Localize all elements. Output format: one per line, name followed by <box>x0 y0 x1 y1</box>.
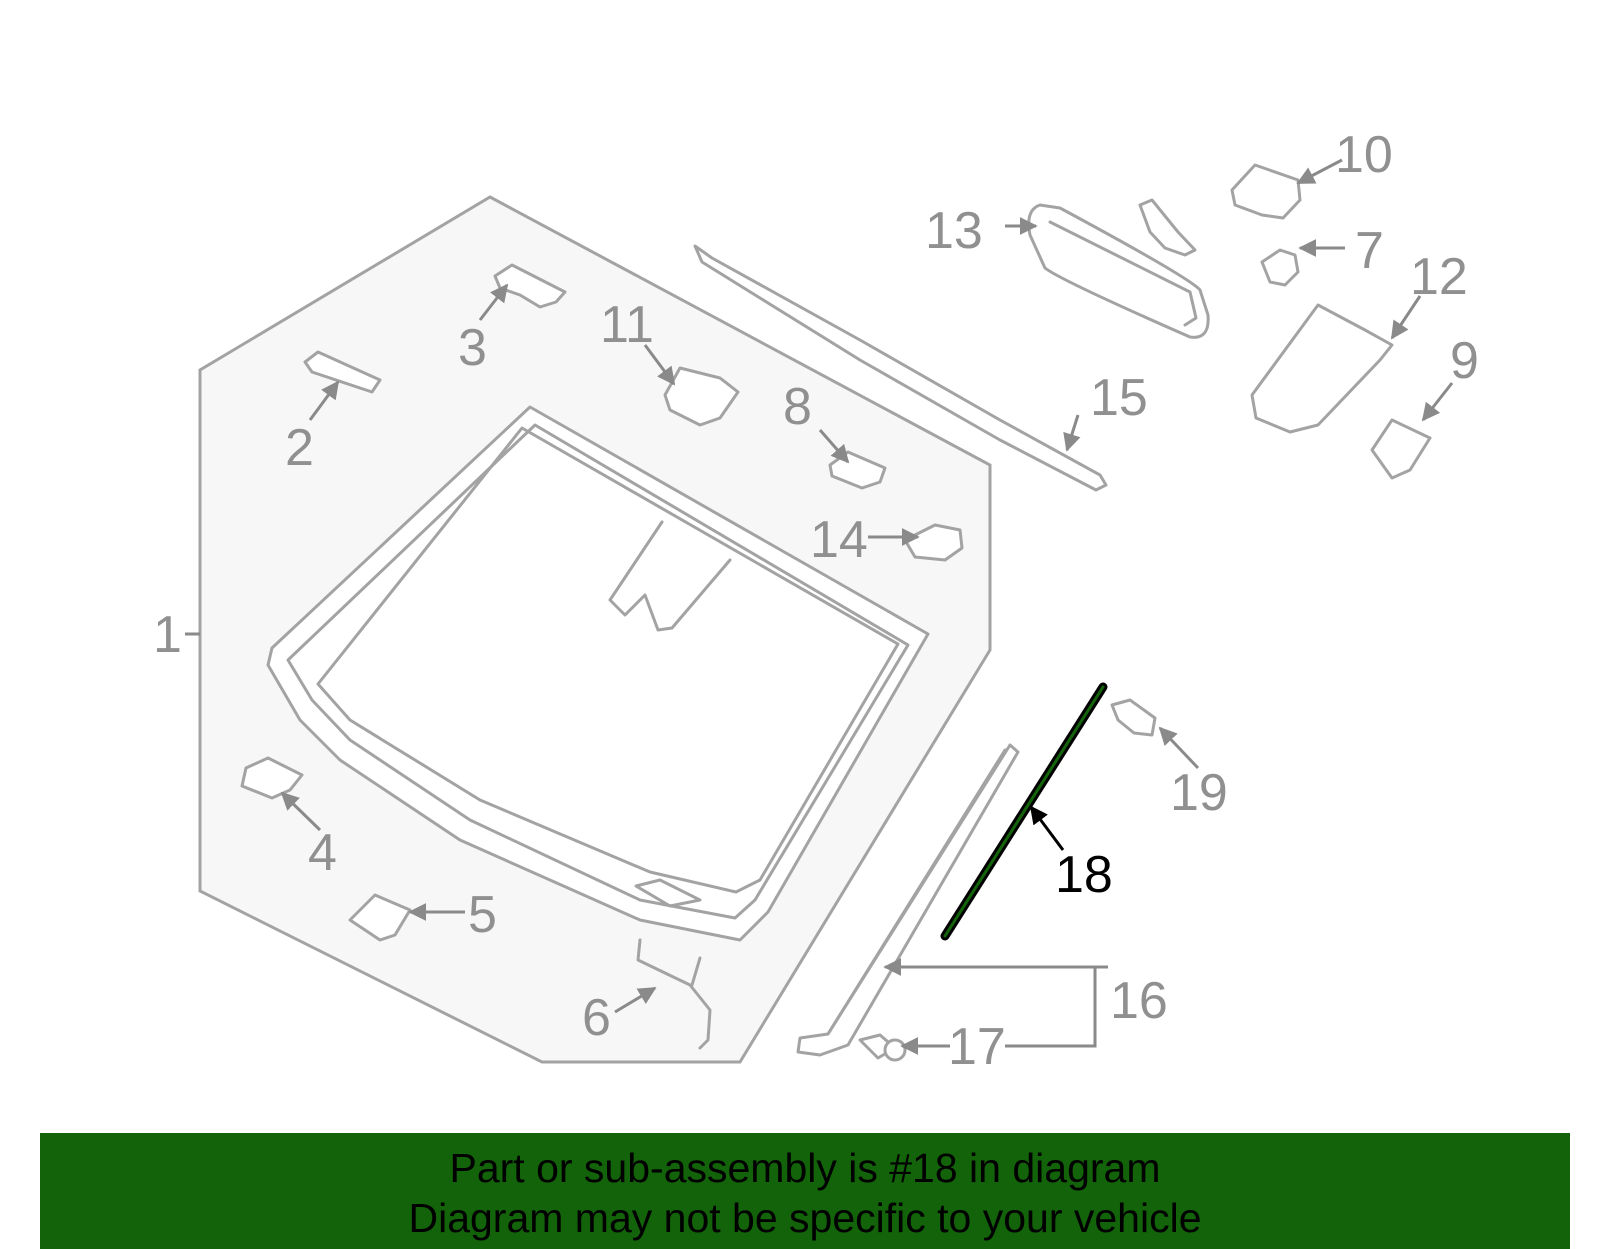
callout-19: 19 <box>1170 764 1228 822</box>
callout-9: 9 <box>1450 332 1479 390</box>
callout-12: 12 <box>1410 248 1468 306</box>
part-19-clip <box>1110 698 1157 737</box>
callout-17: 17 <box>948 1018 1006 1076</box>
callout-11: 11 <box>600 296 654 354</box>
callout-6: 6 <box>582 989 611 1047</box>
banner-line-2: Diagram may not be specific to your vehi… <box>408 1195 1202 1241</box>
part-15-molding <box>693 244 1108 492</box>
callout-13: 13 <box>925 202 983 260</box>
part-2-clip <box>303 350 382 394</box>
callout-18: 18 <box>1055 846 1113 904</box>
callout-3: 3 <box>458 319 487 377</box>
part-5-spacer <box>348 893 412 942</box>
part-4-clip <box>240 756 304 800</box>
part-7-grommet <box>1260 248 1300 287</box>
part-6-wire <box>636 938 712 1050</box>
part-11-mount <box>663 366 740 427</box>
callout-2: 2 <box>285 419 314 477</box>
info-banner: Part or sub-assembly is #18 in diagram D… <box>40 1133 1570 1249</box>
callout-5: 5 <box>468 886 497 944</box>
callout-7: 7 <box>1355 222 1384 280</box>
part-9-bracket <box>1370 418 1432 480</box>
callout-14: 14 <box>810 511 868 569</box>
callout-1: 1 <box>153 606 182 664</box>
banner-line-1: Part or sub-assembly is #18 in diagram <box>449 1145 1161 1191</box>
part-16-trim <box>796 743 1020 1057</box>
leader-lines <box>185 158 1454 1055</box>
callout-4: 4 <box>308 824 337 882</box>
part-12-console <box>1250 303 1394 434</box>
callout-10: 10 <box>1335 126 1393 184</box>
callout-16: 16 <box>1110 972 1168 1030</box>
part-17-screw <box>858 1033 907 1062</box>
part-13-mirror <box>1027 198 1210 339</box>
part-10-sensor <box>1230 163 1302 220</box>
windshield-glass <box>266 405 930 942</box>
callout-8: 8 <box>783 378 812 436</box>
callout-15: 15 <box>1090 369 1148 427</box>
